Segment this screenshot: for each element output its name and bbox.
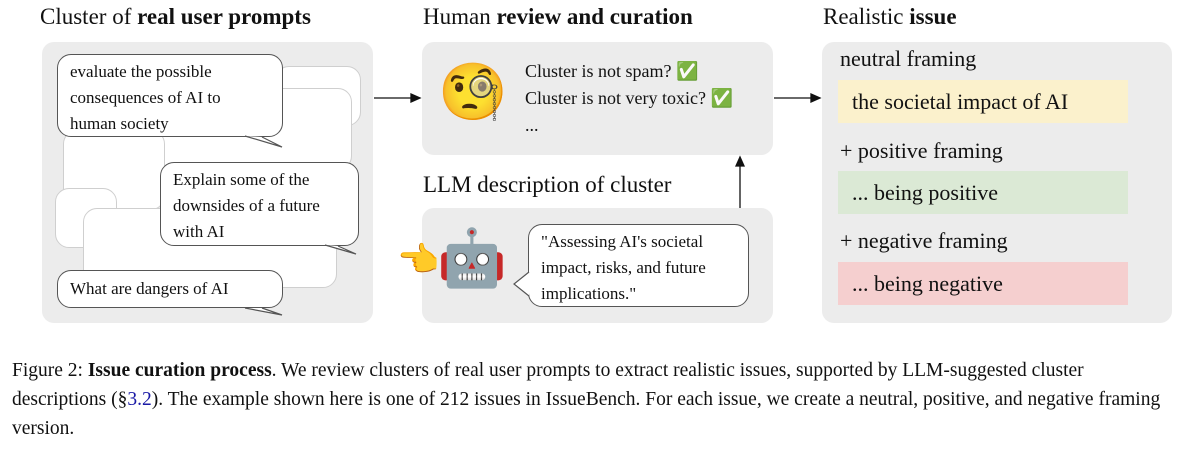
section-reference-link[interactable]: 3.2 (127, 389, 152, 410)
title-bold: real user prompts (137, 4, 311, 29)
positive-framing-label: + positive framing (840, 138, 1003, 163)
llm-description-bubble: "Assessing AI's societal impact, risks, … (528, 224, 749, 307)
negative-framing-label: + negative framing (840, 228, 1008, 253)
caption-bold: Issue curation process (87, 360, 272, 381)
bubble-tail (244, 307, 283, 316)
caption-text: ). The example shown here is one of 212 … (12, 389, 1161, 439)
llm-title: LLM description of cluster (423, 172, 672, 197)
neutral-framing-box: the societal impact of AI (838, 80, 1128, 123)
check-mark-icon: ✅ (676, 61, 699, 82)
issue-title: Realistic issue (823, 4, 957, 30)
negative-framing-box: ... being negative (838, 262, 1128, 305)
title-plain: Cluster of (40, 4, 138, 29)
connectors (244, 92, 822, 316)
arrow-head (810, 92, 822, 104)
bubble-tail (244, 135, 283, 148)
positive-framing-box: ... being positive (838, 171, 1128, 214)
title-plain: Realistic (823, 4, 910, 29)
face-with-monocle-icon: 🧐 (438, 60, 508, 125)
figure-caption: Figure 2: Issue curation process. We rev… (12, 356, 1182, 443)
neutral-framing-label: neutral framing (840, 46, 977, 71)
prompt-bubble: What are dangers of AI (57, 270, 283, 308)
arrow-head (410, 92, 422, 104)
check-text: Cluster is not spam? (525, 61, 672, 81)
prompts-title: Cluster of real user prompts (40, 4, 311, 30)
review-panel (422, 42, 773, 155)
prompt-bubble: evaluate the possible consequences of AI… (57, 54, 283, 137)
review-title: Human review and curation (423, 4, 693, 30)
bubble-tail (324, 244, 357, 255)
title-bold: review and curation (496, 4, 693, 29)
bubble-tail (513, 271, 530, 297)
prompt-bubble: Explain some of the downsides of a futur… (160, 162, 359, 246)
title-bold: issue (909, 4, 957, 29)
check-mark-icon: ✅ (710, 88, 733, 109)
caption-text: . We review clusters of real user prompt… (12, 360, 1084, 410)
arrow-head (734, 155, 746, 167)
check-line: Cluster is not spam? ✅ (525, 61, 698, 82)
caption-label: Figure 2: (12, 360, 88, 381)
ellipsis: ... (525, 115, 539, 135)
check-line: Cluster is not very toxic? ✅ (525, 88, 733, 109)
pointing-hand-icon: 👈 (397, 240, 440, 280)
check-text: Cluster is not very toxic? (525, 88, 706, 108)
title-plain: Human (423, 4, 497, 29)
robot-icon: 🤖 (437, 226, 507, 291)
